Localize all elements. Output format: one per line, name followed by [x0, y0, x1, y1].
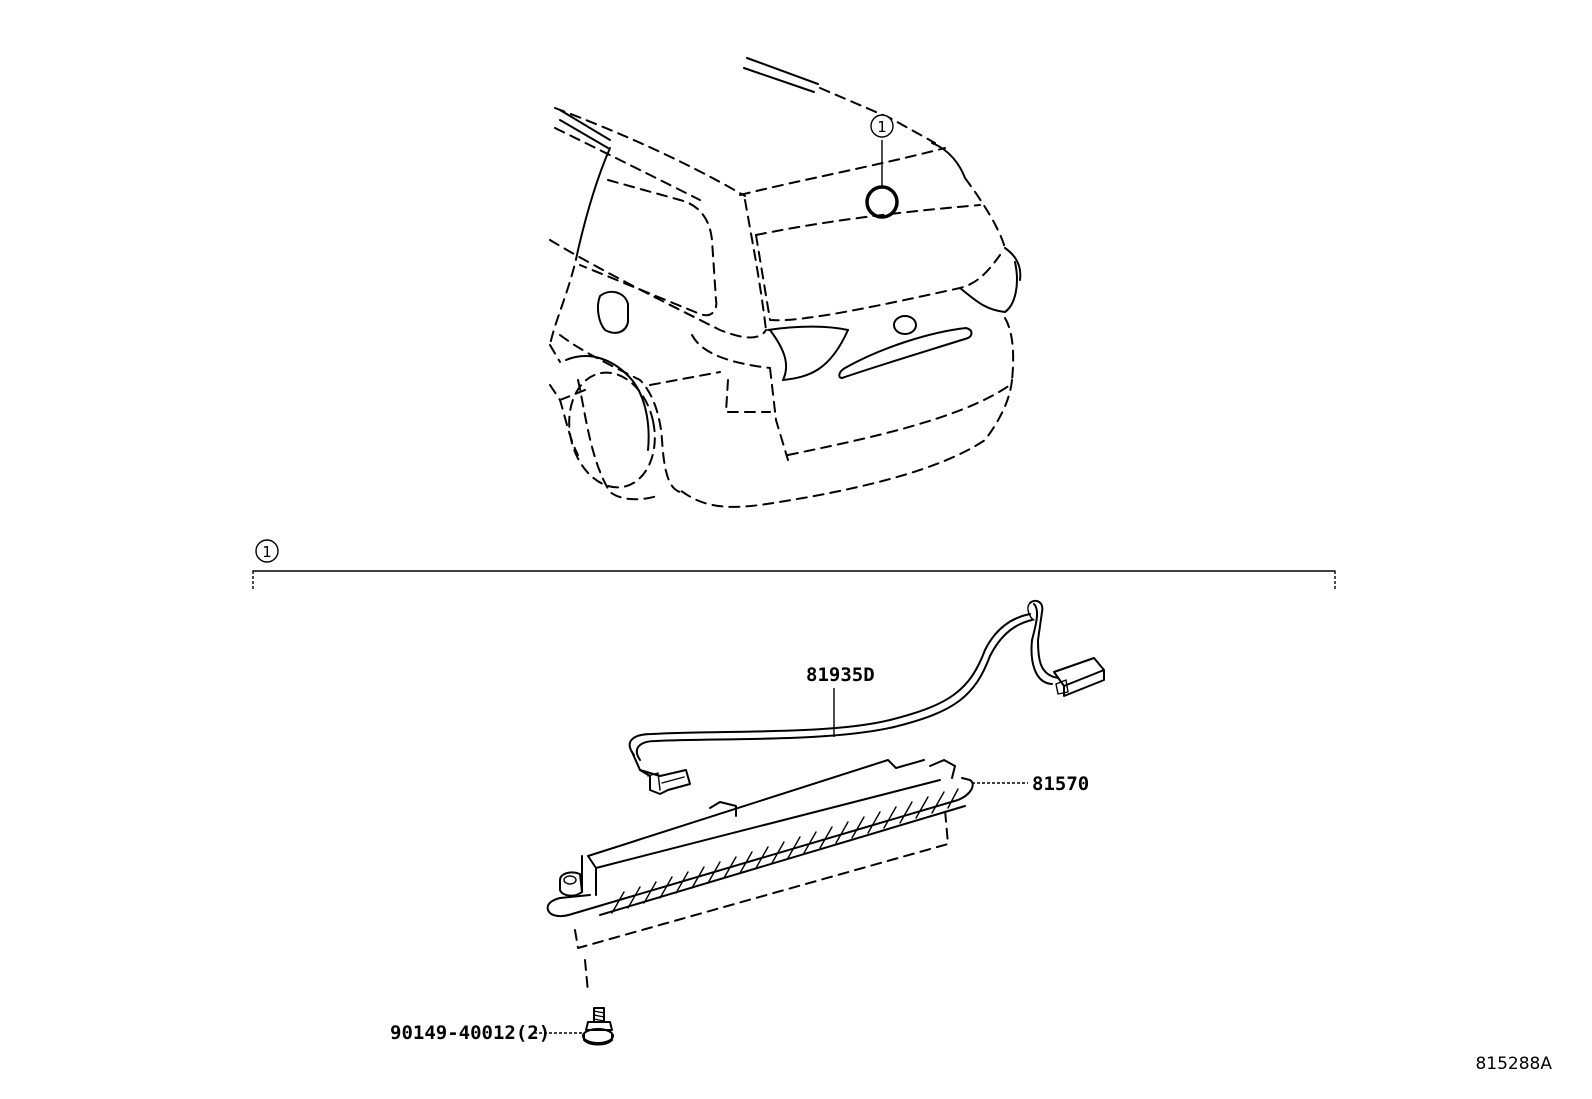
diagram-reference: 815288A	[1475, 1054, 1552, 1074]
location-circle	[865, 185, 899, 219]
vehicle-illustration	[549, 57, 1022, 508]
section-number: 1	[262, 543, 272, 561]
part-label-81570[interactable]: 81570	[972, 773, 1089, 795]
screw-90149-40012[interactable]	[582, 1007, 614, 1046]
section-bubble	[255, 539, 279, 563]
part-label-81935d[interactable]: 81935D	[806, 664, 875, 737]
part-number-90149-40012: 90149-40012(2)	[390, 1022, 550, 1044]
assembly-dash-lines	[574, 809, 949, 993]
part-label-90149-40012[interactable]: 90149-40012(2)	[390, 1022, 583, 1044]
vehicle-callout[interactable]: 1	[865, 114, 899, 219]
callout-bubble	[870, 114, 894, 138]
callout-number: 1	[877, 118, 887, 136]
section-bracket: 1	[252, 539, 1336, 590]
part-number-81935d: 81935D	[806, 664, 875, 686]
part-number-81570: 81570	[1032, 773, 1089, 795]
wire-harness-81935d[interactable]	[628, 599, 1105, 795]
stop-lamp-81570[interactable]	[546, 759, 974, 918]
lens-hatching	[611, 788, 959, 914]
